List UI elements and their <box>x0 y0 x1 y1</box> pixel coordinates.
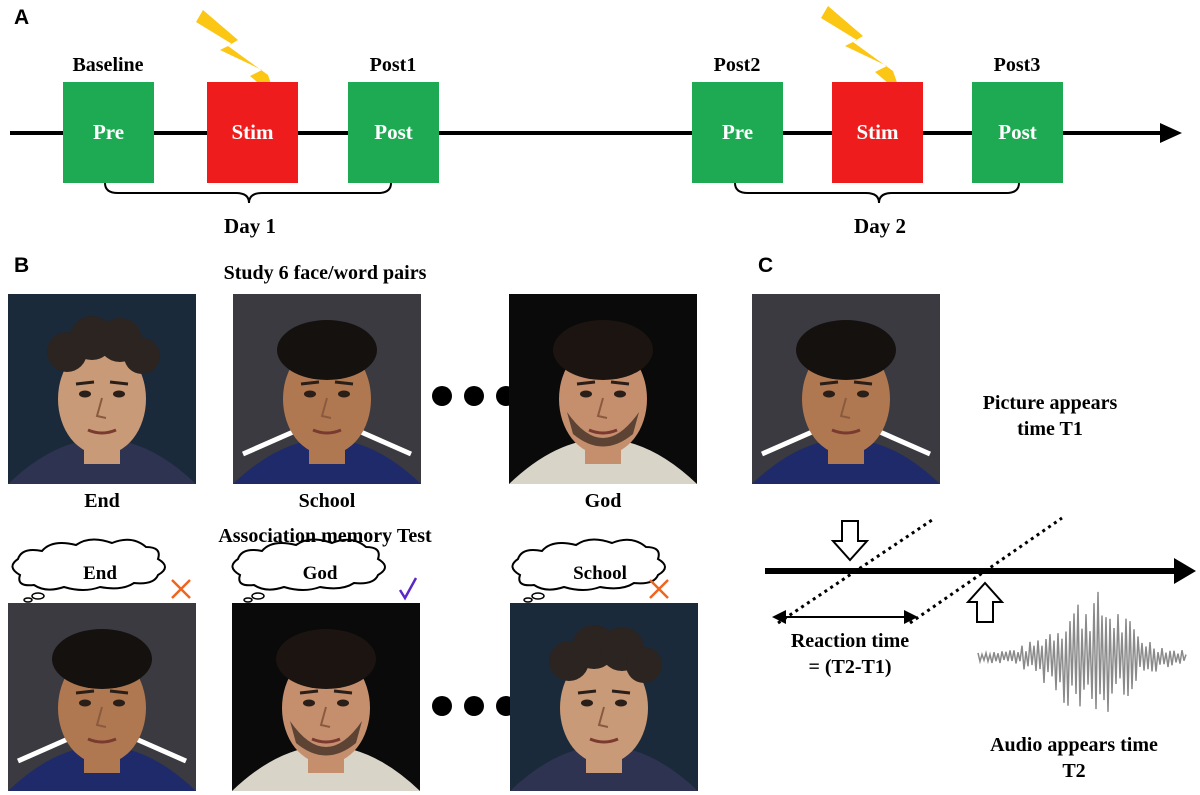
lightning-bolt-icon <box>196 10 276 98</box>
post-block: Post <box>972 82 1063 183</box>
audio-appears-label: Audio appears time <box>990 734 1158 756</box>
ellipsis-dots <box>432 696 516 716</box>
word-label: End <box>84 490 120 512</box>
face-photo <box>8 294 196 484</box>
word-label: School <box>298 490 356 512</box>
picture-appears-label: time T1 <box>1017 418 1083 440</box>
cross-icon <box>171 579 191 599</box>
day-label: Day 2 <box>854 214 906 238</box>
thought-cloud-icon <box>511 538 666 603</box>
pre-block: Pre <box>692 82 783 183</box>
word-label: God <box>584 490 622 512</box>
picture-appears-label: Picture appears <box>982 392 1118 414</box>
face-photo <box>8 603 196 791</box>
down-arrow-icon <box>830 520 870 562</box>
face-photo <box>752 294 940 484</box>
t2-dotted-line <box>909 516 1063 625</box>
block-caption: Post2 <box>713 54 761 76</box>
thought-cloud-icon <box>231 538 386 603</box>
left-arrowhead-icon <box>772 610 786 624</box>
stim-block: Stim <box>832 82 923 183</box>
post-block: Post <box>348 82 439 183</box>
reaction-time-label: = (T2-T1) <box>808 656 892 678</box>
panel-label-b: B <box>14 254 30 277</box>
right-arrowhead-icon <box>904 610 918 624</box>
cross-icon <box>649 579 669 599</box>
up-arrow-icon <box>965 581 1005 623</box>
audio-waveform-icon <box>977 591 1187 712</box>
reaction-time-label: Reaction time <box>790 630 910 652</box>
study-title: Study 6 face/word pairs <box>223 262 427 284</box>
timeline-arrowhead <box>1160 123 1182 143</box>
day2-brace <box>734 182 1020 204</box>
block-caption: Post3 <box>993 54 1041 76</box>
recalled-word: School <box>573 563 627 584</box>
ellipsis-dots <box>432 386 516 406</box>
thought-cloud-icon <box>11 538 166 603</box>
audio-appears-label: T2 <box>1062 760 1086 782</box>
day1-brace <box>104 182 392 204</box>
face-photo <box>233 294 421 484</box>
face-photo <box>509 294 697 484</box>
face-photo <box>510 603 698 791</box>
block-caption: Baseline <box>72 54 144 76</box>
pre-block: Pre <box>63 82 154 183</box>
stim-block: Stim <box>207 82 298 183</box>
panel-label-c: C <box>758 254 774 277</box>
block-caption: Post1 <box>369 54 417 76</box>
recalled-word: God <box>302 563 338 584</box>
test-title: Association memory Test <box>218 525 432 547</box>
recalled-word: End <box>83 563 117 584</box>
day-label: Day 1 <box>224 214 276 238</box>
face-photo <box>232 603 420 791</box>
check-icon <box>398 577 418 601</box>
reaction-timeline-arrowhead <box>1174 558 1196 584</box>
panel-label-a: A <box>14 6 30 29</box>
lightning-bolt-icon <box>821 6 901 94</box>
